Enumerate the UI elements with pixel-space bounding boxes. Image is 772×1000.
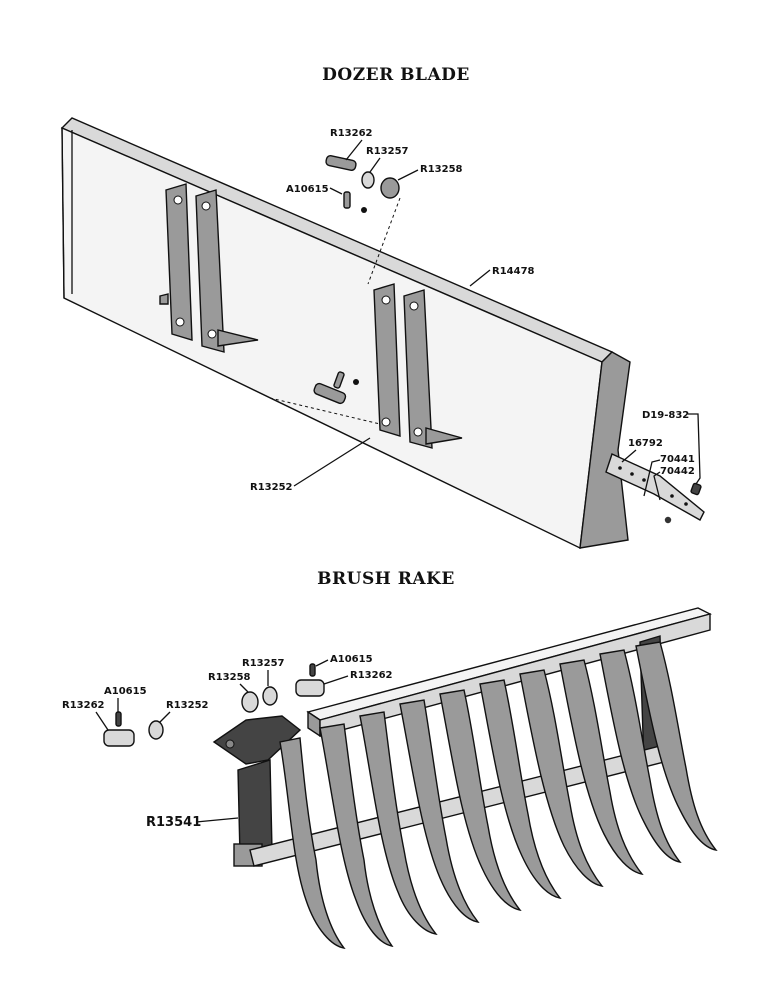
rake-hardware [103,663,325,747]
brush-rake-section: BRUSH RAKE [62,569,718,949]
label-70441: 70441 [660,454,695,465]
brush-rake-title: BRUSH RAKE [317,569,455,589]
rake-label-r13262-left: R13262 [62,700,105,711]
label-r13262: R13262 [330,128,373,139]
dozer-right-brackets [373,283,463,449]
rake-tines [279,641,718,949]
dozer-top-hardware [325,155,401,285]
label-a10615: A10615 [286,184,329,195]
label-d19-832: D19-832 [642,410,689,421]
rake-label-r13262-right: R13262 [350,670,393,681]
dozer-blade-section: DOZER BLADE [60,65,705,550]
label-70442: 70442 [660,466,695,477]
label-r13258: R13258 [420,164,463,175]
dozer-bottom-hardware [269,371,381,425]
rake-label-r13541: R13541 [146,815,201,830]
dozer-blade-body [60,117,631,550]
rake-label-r13257: R13257 [242,658,285,669]
rake-label-a10615-left: A10615 [104,686,147,697]
dozer-blade-title: DOZER BLADE [322,65,470,85]
dozer-cutting-edge [605,453,705,524]
label-r13257: R13257 [366,146,409,157]
label-r14478: R14478 [492,266,535,277]
dozer-left-brackets [159,183,259,353]
rake-label-a10615-right: A10615 [330,654,373,665]
rake-label-r13252: R13252 [166,700,209,711]
rake-label-r13258: R13258 [208,672,251,683]
label-16792: 16792 [628,438,663,449]
label-r13252: R13252 [250,482,293,493]
